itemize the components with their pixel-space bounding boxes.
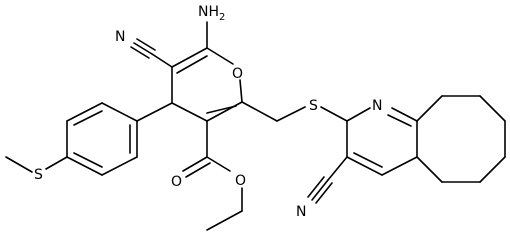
bond-py-c4-c3-double xyxy=(353,152,383,168)
pyridine-ring xyxy=(346,107,418,176)
bond-cn2-triple-a xyxy=(311,179,329,201)
label-methylthio-s: S xyxy=(34,167,43,183)
bond-ch2-ch3 xyxy=(206,210,243,231)
bond-ch-3 xyxy=(479,95,506,122)
bond-py-c4-c3 xyxy=(346,156,383,176)
phenyl-ring xyxy=(66,102,138,176)
bond-c-o-double-b xyxy=(185,162,211,178)
bond-ch2-s xyxy=(276,106,306,122)
label-ester-carbonyl-o: O xyxy=(171,174,182,190)
bond-cn-triple-c xyxy=(130,46,150,59)
label-amino: NH2 xyxy=(198,4,225,23)
bond-ph-2 xyxy=(66,102,103,122)
bond-ph-double-b xyxy=(73,152,103,168)
bond-py-n-c8a-double xyxy=(387,114,412,127)
bond-ch-7 xyxy=(416,156,443,183)
bond-c3-c4 xyxy=(171,102,208,122)
label-nitrile-left-n: N xyxy=(115,29,125,45)
bond-cn2-triple-c xyxy=(315,182,333,204)
bond-py-n-c8a xyxy=(391,107,418,122)
bond-ph-1 xyxy=(101,102,138,122)
bond-c3-cn xyxy=(327,156,348,181)
bond-c5-cn xyxy=(151,53,173,68)
label-nitrile-bottom-n: N xyxy=(296,204,306,220)
bond-sme-ch3 xyxy=(5,156,33,173)
bond-c2-c3 xyxy=(206,101,243,122)
label-pyridine-n: N xyxy=(372,98,382,114)
bond-cn2-triple-b xyxy=(307,176,325,198)
cycloheptane-ring xyxy=(416,95,506,183)
bond-ch-5 xyxy=(479,156,506,183)
bond-c-oether xyxy=(206,156,231,172)
bond-c2-ch2 xyxy=(241,101,278,122)
bond-c6-o1 xyxy=(206,47,234,65)
bond-cn-triple-b xyxy=(136,38,156,51)
bond-s-pyridine xyxy=(320,106,348,122)
label-ester-ether-o: O xyxy=(235,173,246,189)
bond-c5-c6 xyxy=(171,47,208,68)
bond-ph-5 xyxy=(101,156,138,176)
bond-py-c2-n xyxy=(346,107,371,122)
bond-ph-sme xyxy=(45,156,68,170)
bond-ph-double-a xyxy=(73,110,103,126)
pyran-ring xyxy=(171,47,243,122)
bond-ch-1 xyxy=(416,95,443,122)
bond-py-c4a-c4 xyxy=(381,156,418,176)
bond-c5-c6-double xyxy=(176,55,208,74)
label-thioether-s: S xyxy=(309,98,318,114)
bond-cn-triple-a xyxy=(133,42,153,55)
label-ring-oxygen: O xyxy=(232,66,243,82)
bond-ph-4 xyxy=(66,156,103,176)
bond-o1-c2 xyxy=(239,79,243,103)
bond-c-o-double-a xyxy=(182,156,208,172)
bond-c2-c3-double xyxy=(206,105,237,114)
bond-c4-phenyl xyxy=(136,102,173,122)
